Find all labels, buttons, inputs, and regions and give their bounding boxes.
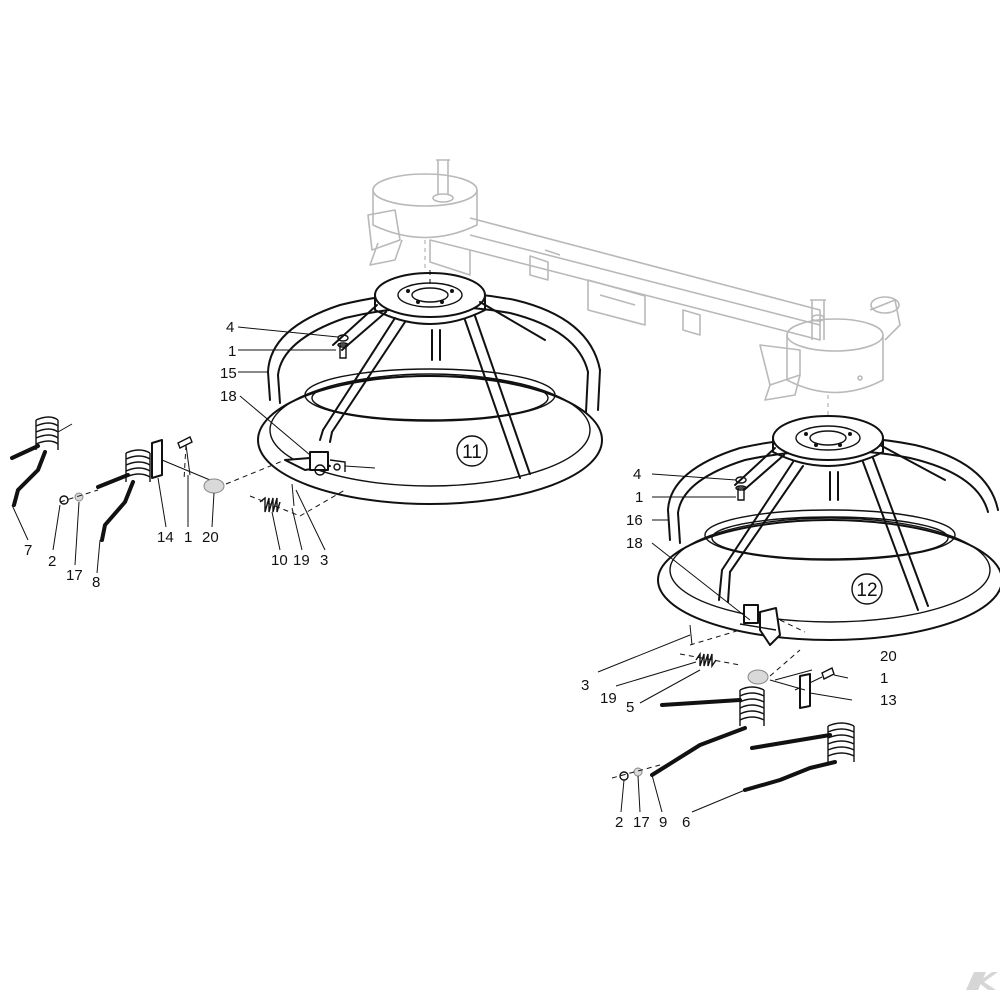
callout-15: 15: [220, 365, 237, 382]
assembly-number-12: 12: [856, 580, 877, 601]
callout-2-right: 2: [615, 814, 623, 831]
callout-6: 6: [682, 814, 690, 831]
callout-5: 5: [626, 699, 634, 716]
callout-4-left: 4: [226, 319, 234, 336]
left-callout-labels: 4 1 15 18 7 2 17 8 14 1 20 10 19 3: [24, 319, 328, 591]
callout-3-left: 3: [320, 552, 328, 569]
callout-1-left: 1: [228, 343, 236, 360]
callout-1b-left: 1: [184, 529, 192, 546]
callout-16: 16: [626, 512, 643, 529]
callout-2-left: 2: [48, 553, 56, 570]
callout-10: 10: [271, 552, 288, 569]
right-callout-labels: 4 1 16 18 20 1 13 3 19 5 2 17 9 6: [581, 466, 897, 831]
callout-3-right: 3: [581, 677, 589, 694]
rotor-assembly-left: 11: [257, 270, 603, 505]
rotor-assembly-right: 12: [657, 415, 1000, 646]
callout-1b-right: 1: [880, 670, 888, 687]
callout-19-right: 19: [600, 690, 617, 707]
assembly-number-11: 11: [462, 442, 482, 463]
callout-18-left: 18: [220, 388, 237, 405]
right-loose-parts: [611, 624, 855, 792]
left-leader-lines: [11, 326, 339, 574]
callout-13: 13: [880, 692, 897, 709]
callout-18-right: 18: [626, 535, 643, 552]
callout-20-right: 20: [880, 648, 897, 665]
callout-17-left: 17: [66, 567, 83, 584]
callout-4-right: 4: [633, 466, 641, 483]
callout-19-left: 19: [293, 552, 310, 569]
callout-20-left: 20: [202, 529, 219, 546]
callout-1-right: 1: [635, 489, 643, 506]
right-leader-lines: [597, 473, 853, 813]
callout-14: 14: [157, 529, 174, 546]
carrier-frame-ghost: [367, 159, 901, 425]
callout-9: 9: [659, 814, 667, 831]
callout-17-right: 17: [633, 814, 650, 831]
callout-7: 7: [24, 542, 32, 559]
callout-8: 8: [92, 574, 100, 591]
left-loose-parts: [10, 416, 346, 542]
brand-logo-watermark: [966, 972, 998, 990]
